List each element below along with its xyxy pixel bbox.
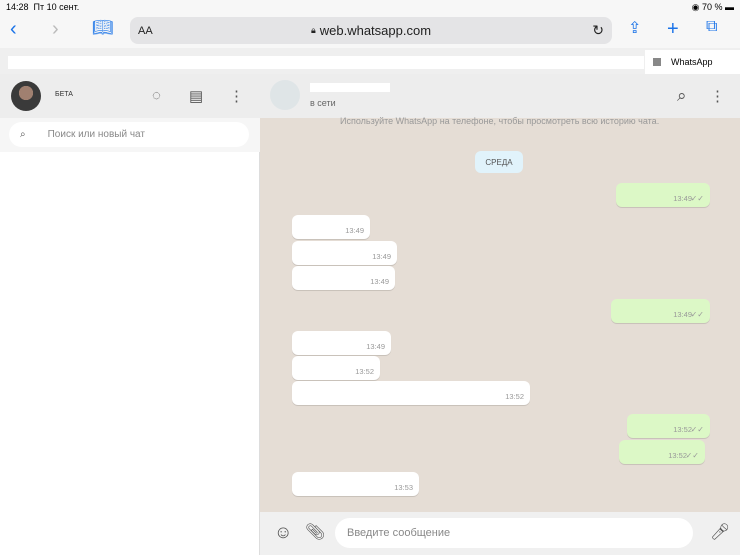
forward-icon[interactable]: › (52, 18, 59, 40)
message-time: 13:49 (673, 194, 692, 203)
back-icon[interactable]: ‹ (10, 18, 17, 40)
message-time: 13:52 (505, 392, 524, 401)
search-icon: ⌕ (20, 129, 26, 140)
read-receipt-icon: ✓✓ (690, 310, 704, 319)
battery-level: 70 % (701, 2, 723, 12)
bookmarks-strip (8, 56, 644, 69)
message-input[interactable]: Введите сообщение (335, 518, 693, 548)
sidebar-header: БЕТА ◌ ▤ ⋮ (0, 74, 260, 118)
share-icon[interactable]: ⇪ (628, 20, 642, 37)
message-placeholder: Введите сообщение (347, 527, 451, 539)
conversation-header[interactable]: в сети ⌕ ⋮ (260, 74, 740, 118)
beta-label: БЕТА (55, 91, 73, 98)
history-info: Используйте WhatsApp на телефоне, чтобы … (340, 116, 660, 126)
address-bar[interactable]: AA 🔒︎ web.whatsapp.com ↻ (130, 17, 612, 44)
message-time: 13:49 (345, 226, 364, 235)
date: Пт 10 сент. (33, 2, 80, 12)
message-bubble[interactable]: 13:52✓✓ (619, 440, 705, 464)
lock-icon: 🔒︎ (310, 25, 316, 35)
attach-icon[interactable]: 📎︎ (305, 524, 326, 541)
message-bubble[interactable]: 13:53 (292, 472, 419, 496)
bookmarks-icon[interactable]: 📖︎ (92, 18, 114, 37)
menu-icon[interactable]: ⋮ (710, 88, 725, 105)
microphone-icon[interactable]: 🎤︎ (710, 524, 731, 541)
read-receipt-icon: ✓✓ (690, 425, 704, 434)
emoji-icon[interactable]: ☺ (274, 522, 293, 542)
message-time: 13:49 (370, 277, 389, 286)
message-bubble[interactable]: 13:49 (292, 331, 391, 355)
message-time: 13:52 (668, 451, 687, 460)
message-time: 13:49 (372, 252, 391, 261)
message-bubble[interactable]: 13:52 (292, 356, 380, 380)
reload-icon[interactable]: ↻ (592, 22, 604, 38)
search-placeholder: Поиск или новый чат (47, 129, 145, 140)
conversation: в сети ⌕ ⋮ Используйте WhatsApp на телеф… (260, 74, 740, 555)
clock: 14:28 (6, 2, 29, 12)
avatar[interactable] (11, 81, 41, 111)
message-bubble[interactable]: 13:49 (292, 215, 370, 239)
new-tab-icon[interactable]: + (667, 18, 679, 40)
read-receipt-icon: ✓✓ (690, 194, 704, 203)
message-bubble[interactable]: 13:52 (292, 381, 530, 405)
url-text: web.whatsapp.com (319, 23, 432, 38)
sidebar: БЕТА ◌ ▤ ⋮ ⌕ Поиск или новый чат (0, 74, 260, 555)
status-icon[interactable]: ◌ (152, 87, 161, 104)
message-bubble[interactable]: 13:49✓✓ (616, 183, 710, 207)
message-time: 13:49 (366, 342, 385, 351)
close-tab-icon[interactable] (653, 58, 661, 66)
message-time: 13:52 (673, 425, 692, 434)
tabs-icon[interactable]: ⧉ (706, 18, 718, 35)
wifi-icon: ◉ (691, 2, 700, 12)
message-list: Используйте WhatsApp на телефоне, чтобы … (260, 116, 740, 512)
contact-status: в сети (310, 98, 336, 108)
message-bubble[interactable]: 13:52✓✓ (627, 414, 710, 438)
message-bubble[interactable]: 13:49 (292, 266, 395, 290)
message-time: 13:52 (355, 367, 374, 376)
text-size-button[interactable]: AA (138, 24, 153, 37)
message-time: 13:53 (394, 483, 413, 492)
compose-bar: ☺ 📎︎ Введите сообщение 🎤︎ (260, 512, 740, 555)
menu-icon[interactable]: ⋮ (229, 88, 244, 105)
tab-title: WhatsApp (671, 57, 713, 67)
battery-icon: ▬ (725, 2, 734, 12)
message-bubble[interactable]: 13:49 (292, 241, 397, 265)
message-time: 13:49 (673, 310, 692, 319)
date-badge: СРЕДА (475, 151, 523, 173)
contact-name (310, 83, 390, 92)
read-receipt-icon: ✓✓ (685, 451, 699, 460)
search-input[interactable]: ⌕ Поиск или новый чат (9, 122, 249, 147)
tab-whatsapp[interactable]: WhatsApp (645, 50, 740, 74)
new-chat-icon[interactable]: ▤ (189, 88, 204, 105)
contact-avatar[interactable] (270, 80, 300, 110)
message-bubble[interactable]: 13:49✓✓ (611, 299, 710, 323)
status-bar: 14:28 Пт 10 сент. ◉ 70 % ▬ (0, 0, 740, 14)
search-area: ⌕ Поиск или новый чат (0, 118, 260, 152)
search-icon[interactable]: ⌕ (677, 86, 687, 105)
